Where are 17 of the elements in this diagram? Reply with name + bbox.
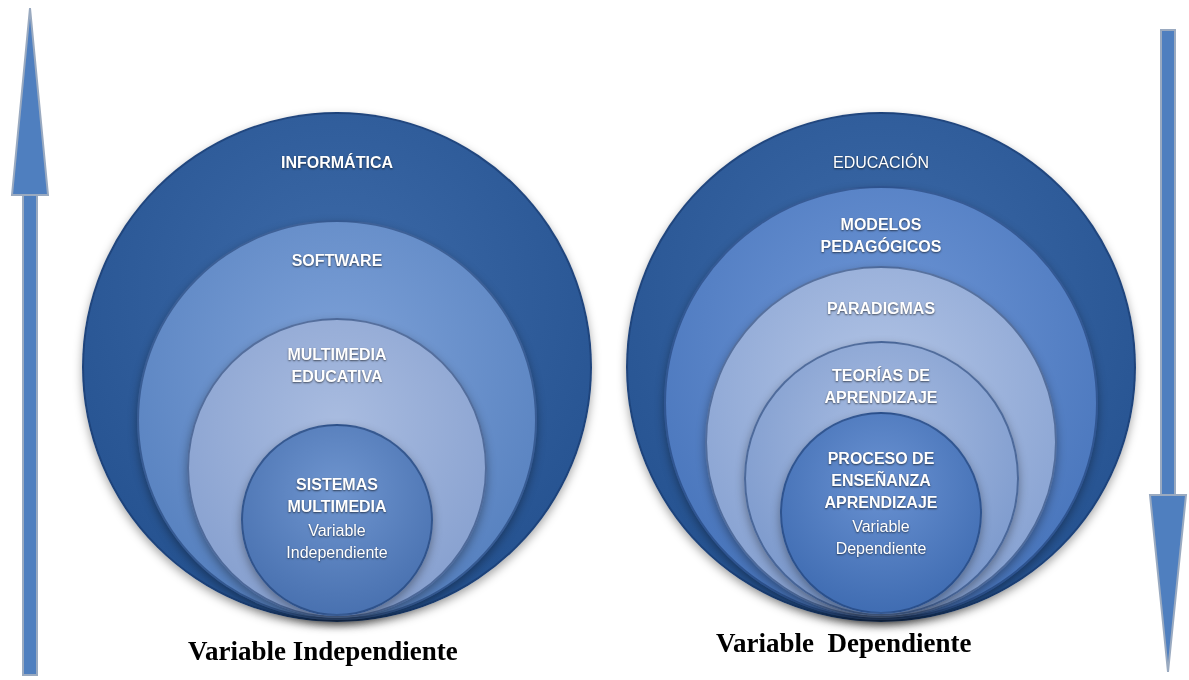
circle-heading: SOFTWARE (290, 251, 384, 271)
circle-subtext: Variable Independiente (285, 521, 389, 563)
circle-heading: MODELOS PEDAGÓGICOS (819, 215, 943, 257)
nested-circle (241, 424, 433, 616)
nested-circle (743, 341, 1019, 616)
nested-circle (780, 412, 982, 614)
circle-heading: PARADIGMAS (825, 299, 937, 319)
caption-text: Variable Independiente (188, 636, 458, 667)
circle-heading: PROCESO DE ENSEÑANZA APRENDIZAJE (823, 449, 939, 513)
circle-heading: EDUCACIÓN (832, 152, 930, 173)
circle-heading: SISTEMAS MULTIMEDIA (286, 475, 388, 517)
caption-text: Variable Dependiente (716, 628, 972, 659)
circle-heading: INFORMÁTICA (280, 152, 394, 173)
circle-heading: TEORÍAS DE APRENDIZAJE (823, 365, 939, 408)
circle-subtext: Variable Dependiente (834, 517, 928, 559)
nested-circle (705, 266, 1057, 618)
circle-heading: MULTIMEDIA EDUCATIVA (286, 345, 388, 387)
